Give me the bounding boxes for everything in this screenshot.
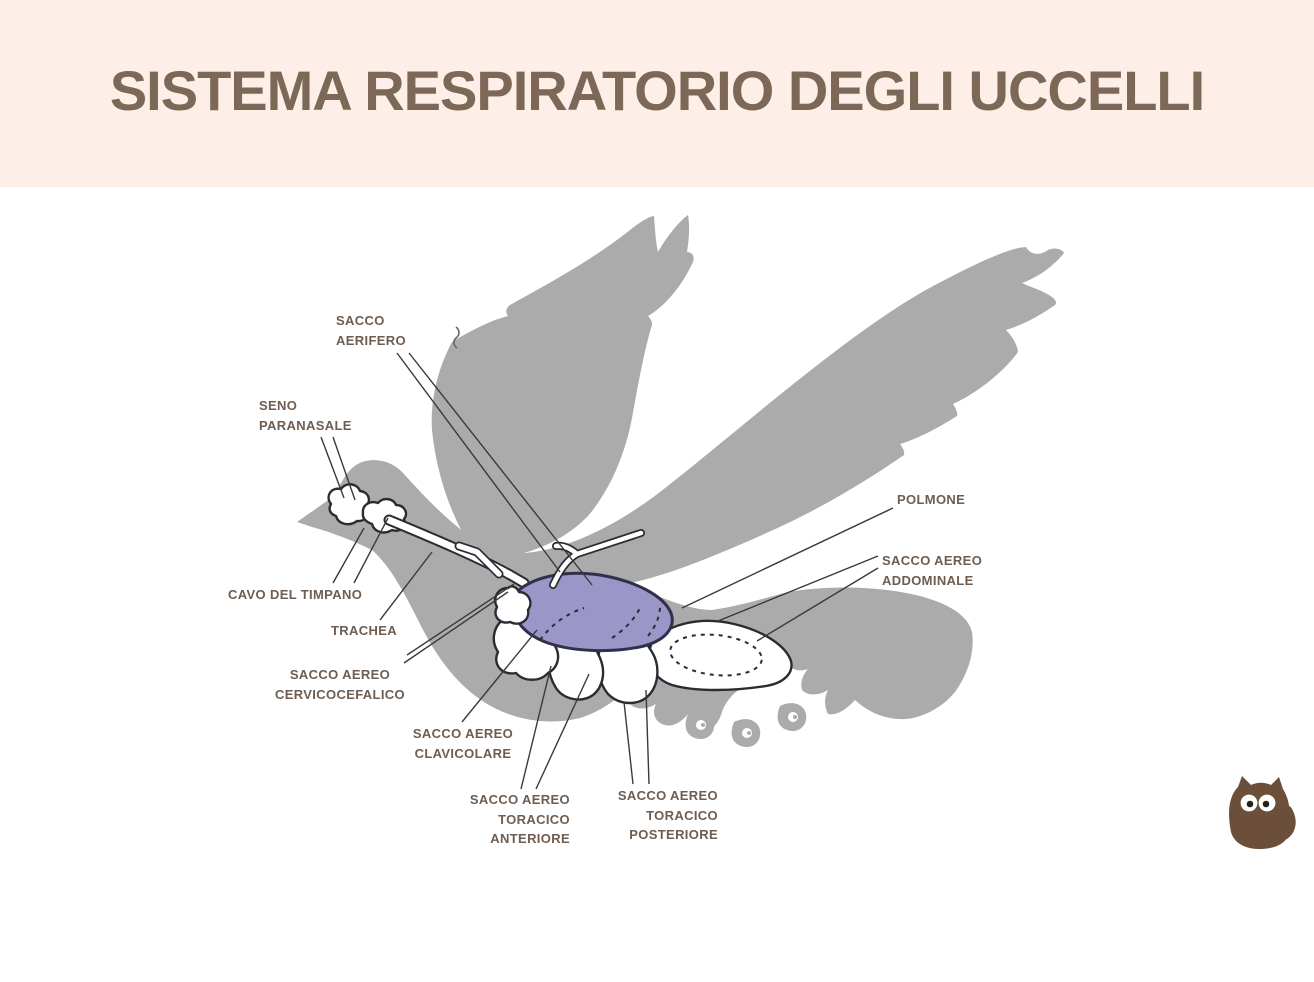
label-cavo-del-timpano: CAVO DEL TIMPANO	[228, 587, 363, 602]
label-sacco-aereo-addominale: SACCO AEREO ADDOMINALE	[882, 553, 983, 588]
mascot-body	[1229, 776, 1291, 849]
label-seno-paranasale: SENO PARANASALE	[259, 398, 352, 433]
label-sacco-aereo-clavicolare: SACCO AEREO CLAVICOLARE	[412, 726, 514, 761]
leader-line-clavicolare	[461, 629, 538, 723]
leader-line-paranasale-2	[332, 436, 356, 501]
label-polmone: POLMONE	[897, 492, 966, 507]
mascot-logo	[1229, 776, 1296, 849]
leader-line-tor-anteriore-1	[520, 665, 552, 790]
leader-lines	[320, 352, 894, 790]
leader-line-cervicocefalico-1	[403, 591, 509, 664]
mascot-pupil-right	[1262, 800, 1270, 808]
leader-line-tor-posteriore-1	[623, 701, 634, 785]
title-banner: SISTEMA RESPIRATORIO DEGLI UCCELLI	[0, 0, 1314, 187]
furcula-bone	[549, 529, 645, 589]
leader-line-addominale-1	[717, 555, 879, 622]
squiggle-mark	[453, 326, 460, 349]
label-sacco-aereo-toracico-anteriore: SACCO AEREO TORACICO ANTERIORE	[469, 792, 570, 846]
leader-line-paranasale-1	[320, 436, 345, 499]
air-sac-dashed-outline	[669, 633, 763, 677]
mascot-pupil-left	[1246, 800, 1254, 808]
label-sacco-aereo-toracico-posteriore: SACCO AEREO TORACICO POSTERIORE	[617, 788, 718, 842]
leader-line-addominale-2	[756, 567, 879, 642]
feet-curls	[685, 703, 807, 748]
leader-line-tor-posteriore-2	[645, 689, 650, 785]
lung-bronchi-dashes	[539, 605, 661, 641]
leader-line-timpano-1	[332, 527, 365, 584]
leader-line-aerifero-1	[396, 352, 561, 573]
label-sacco-aerifero: SACCO AERIFERO	[336, 313, 406, 348]
anatomy-overlay	[327, 483, 793, 705]
bird-body	[297, 247, 1064, 733]
leader-line-tor-anteriore-2	[535, 673, 590, 790]
leader-line-trachea	[379, 551, 433, 621]
syrinx-shape	[494, 585, 532, 625]
label-sacco-aereo-cervicocefalico: SACCO AEREO CERVICOCEFALICO	[275, 667, 405, 702]
far-wing	[431, 215, 694, 560]
lung-shape	[512, 571, 674, 653]
label-trachea: TRACHEA	[331, 623, 398, 638]
leader-line-timpano-2	[353, 517, 389, 584]
bird-silhouette	[297, 215, 1064, 748]
leader-line-polmone	[681, 507, 894, 609]
leader-line-cervicocefalico-2	[406, 583, 515, 656]
page-title: SISTEMA RESPIRATORIO DEGLI UCCELLI	[109, 59, 1205, 122]
shoulder-bone	[454, 541, 504, 579]
leader-line-aerifero-2	[408, 352, 593, 586]
